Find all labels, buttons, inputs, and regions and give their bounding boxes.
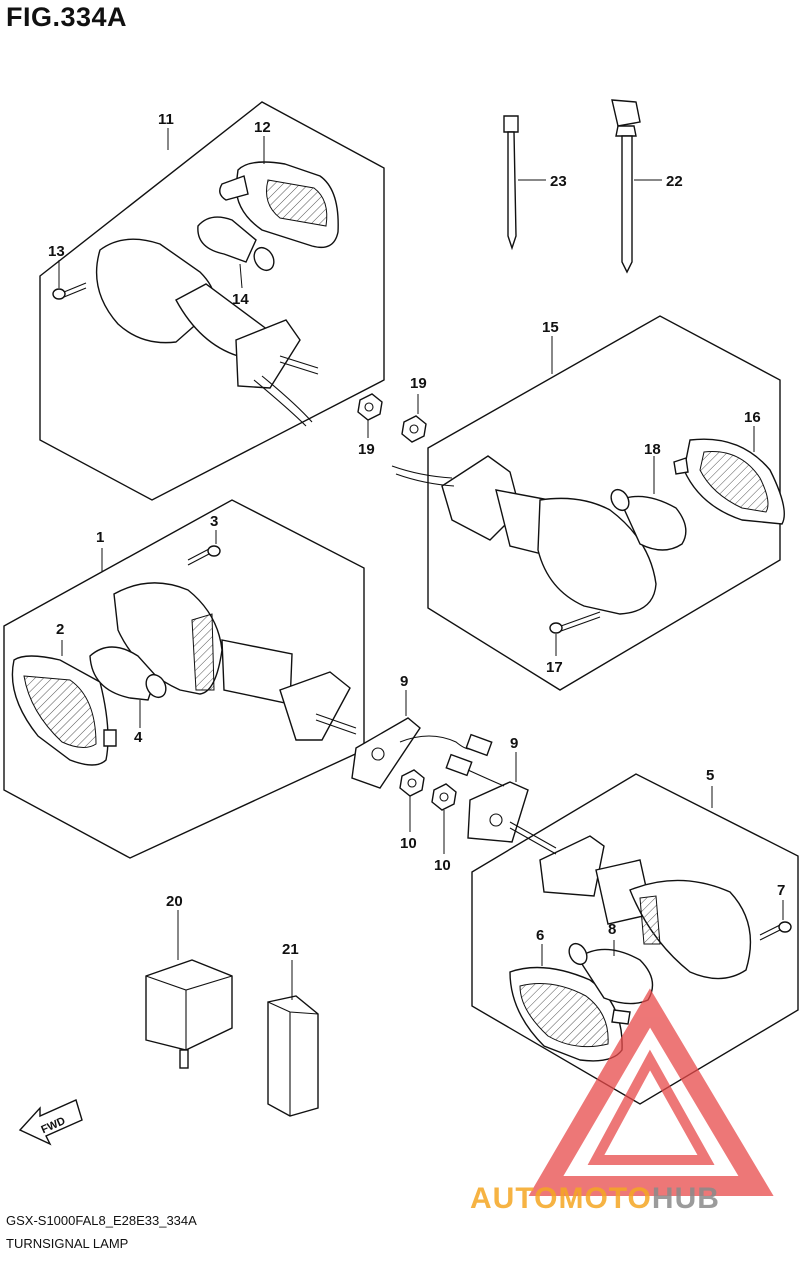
callout-11: 11 — [158, 111, 174, 128]
callout-19b: 19 — [410, 375, 427, 392]
callout-19a: 19 — [358, 441, 375, 458]
diagram-caption: TURNSIGNAL LAMP — [6, 1236, 129, 1251]
gasket-9a — [351, 717, 493, 789]
callout-3: 3 — [210, 513, 218, 530]
lens-6 — [509, 966, 631, 1062]
callout-6: 6 — [536, 927, 544, 944]
relay-20 — [145, 959, 233, 1069]
figure-title: FIG.334A — [6, 2, 128, 32]
housing-1 — [113, 582, 357, 741]
nut-19b — [401, 415, 427, 443]
bulb-8 — [568, 942, 654, 1005]
fwd-arrow-icon — [18, 1099, 83, 1146]
nut-19a — [357, 393, 383, 421]
screw-7 — [759, 921, 792, 941]
cable-tie-23 — [503, 115, 519, 251]
watermark-text-orange: AUTOMOTO — [470, 1182, 652, 1215]
callout-13: 13 — [48, 243, 65, 260]
screw-13 — [52, 282, 87, 300]
callout-21: 21 — [282, 941, 299, 958]
watermark-logo — [528, 988, 774, 1196]
nut-10b — [431, 783, 457, 811]
callout-15: 15 — [542, 319, 559, 336]
bulb-18 — [610, 488, 687, 551]
svg-text:AUTOMOTOHUB: AUTOMOTOHUB — [470, 1182, 720, 1215]
lamp-assembly-5 — [471, 773, 799, 1105]
lamp-assembly-11 — [39, 101, 385, 501]
lens-2 — [11, 655, 117, 766]
lamp-assembly-15 — [391, 315, 785, 691]
nut-10a — [399, 769, 425, 797]
callout-9a: 9 — [400, 673, 408, 690]
callout-18: 18 — [644, 441, 661, 458]
callout-16: 16 — [744, 409, 761, 426]
callout-12: 12 — [254, 119, 271, 136]
screw-3 — [187, 545, 221, 566]
housing-15 — [391, 455, 657, 615]
callout-8: 8 — [608, 921, 616, 938]
screw-17 — [549, 611, 601, 634]
label-21 — [267, 995, 319, 1117]
callout-9b: 9 — [510, 735, 518, 752]
callout-20: 20 — [166, 893, 183, 910]
bulb-14 — [197, 216, 275, 272]
lens-16 — [673, 438, 785, 525]
housing-5 — [509, 821, 752, 980]
lens-12 — [219, 161, 339, 249]
callout-22: 22 — [666, 173, 683, 190]
callout-5: 5 — [706, 767, 714, 784]
watermark-text-gray: HUB — [652, 1182, 720, 1215]
callout-23: 23 — [550, 173, 567, 190]
lamp-assembly-1 — [3, 499, 365, 859]
callout-7: 7 — [777, 882, 785, 899]
callout-4: 4 — [134, 729, 143, 746]
gasket-9b — [445, 753, 529, 843]
callout-14: 14 — [232, 291, 249, 308]
bulb-4 — [89, 646, 167, 701]
housing-11 — [95, 238, 319, 427]
diagram-code: GSX-S1000FAL8_E28E33_334A — [6, 1213, 197, 1228]
callout-10b: 10 — [434, 857, 451, 874]
callout-2: 2 — [56, 621, 64, 638]
callout-17: 17 — [546, 659, 563, 676]
callout-10a: 10 — [400, 835, 417, 852]
cable-tie-22 — [611, 99, 641, 274]
callout-1: 1 — [96, 529, 104, 546]
